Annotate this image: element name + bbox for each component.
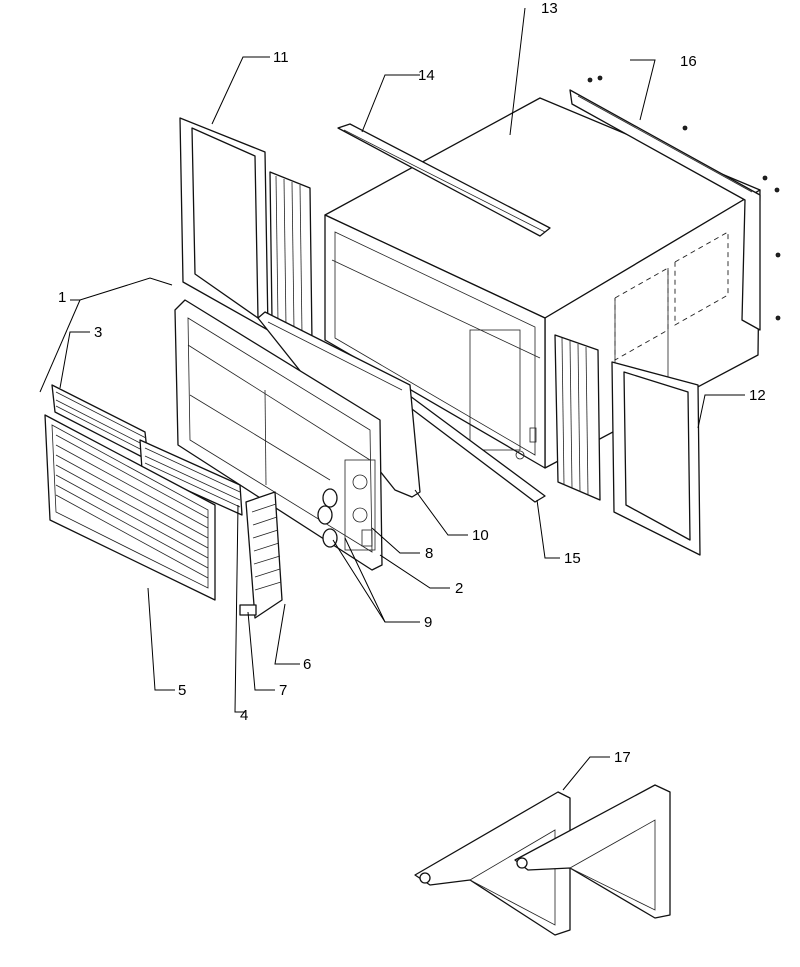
callout-14: 14 [418, 67, 435, 84]
front-grille-part-5 [44, 414, 216, 601]
top-rail-part-14 [337, 123, 551, 237]
side-curtain-part-12 [611, 361, 701, 556]
cabinet-part-13 [324, 97, 761, 469]
callout-8: 8 [425, 545, 433, 562]
knobs-part-9 [317, 488, 338, 548]
callout-4: 4 [240, 707, 248, 724]
callout-11: 11 [273, 49, 289, 66]
callout-3: 3 [94, 324, 102, 341]
front-grille-top-part-4 [139, 439, 243, 516]
callout-labels: 13 16 14 11 12 1 3 10 15 8 2 9 6 7 5 4 1… [58, 0, 766, 766]
callout-5: 5 [178, 682, 186, 699]
control-panel-part-8 [361, 529, 373, 547]
callout-17: 17 [614, 749, 631, 766]
callout-6: 6 [303, 656, 311, 673]
callout-15: 15 [564, 550, 581, 567]
louver-right [554, 334, 601, 501]
callout-10: 10 [472, 527, 489, 544]
callout-16: 16 [680, 53, 697, 70]
callout-2: 2 [455, 580, 463, 597]
side-grille-part-6 [245, 491, 283, 619]
louver-left [269, 171, 313, 343]
leader-lines [39, 7, 745, 791]
callout-13: 13 [541, 0, 558, 17]
callout-9: 9 [424, 614, 432, 631]
callout-7: 7 [279, 682, 287, 699]
callout-1: 1 [58, 289, 66, 306]
side-curtain-part-11 [179, 117, 269, 331]
brackets-part-17 [414, 784, 671, 936]
rear-panel-part-16 [569, 75, 781, 331]
callout-12: 12 [749, 387, 766, 404]
